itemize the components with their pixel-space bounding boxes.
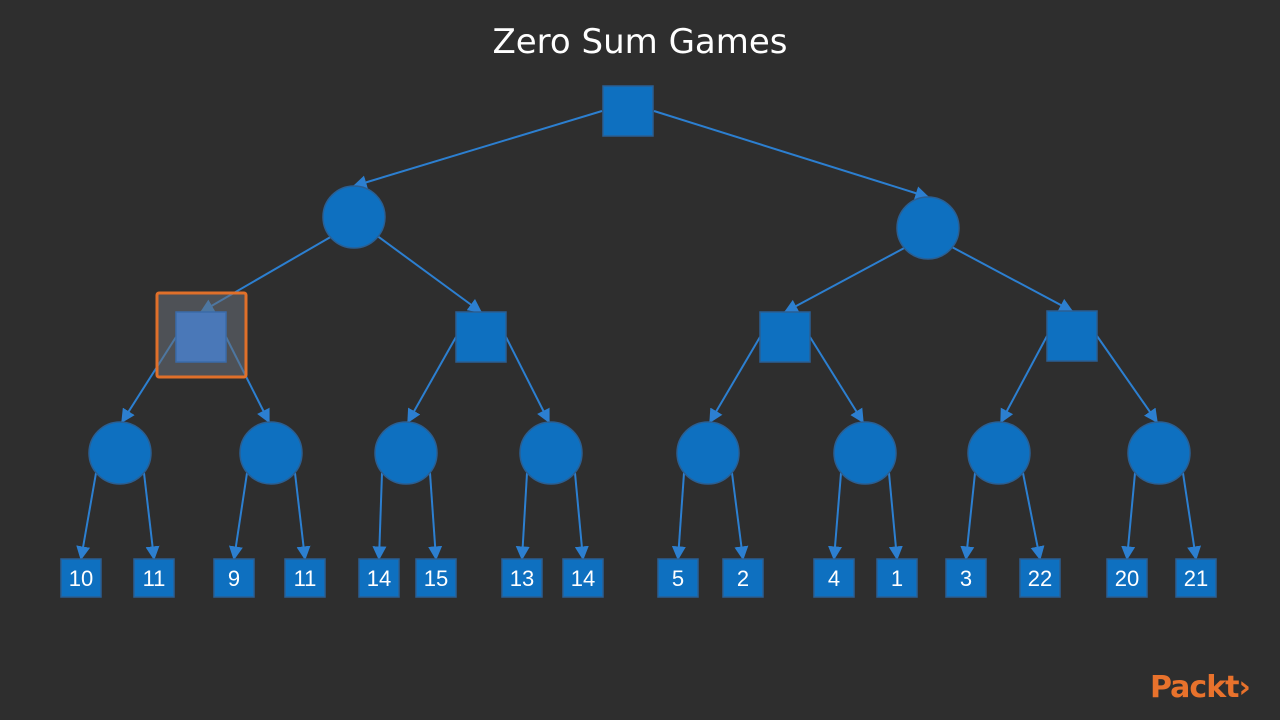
edge-to-leaf — [428, 472, 443, 561]
leaf-node — [415, 558, 457, 598]
leaf-node — [876, 558, 918, 598]
max-node — [1046, 310, 1098, 362]
leaf-value: 22 — [1028, 566, 1052, 591]
logo-text: Packt — [1150, 670, 1240, 705]
leaf-value: 20 — [1115, 566, 1139, 591]
leaf-node — [562, 558, 604, 598]
max-node — [759, 311, 811, 363]
leaf-value: 13 — [510, 566, 534, 591]
leaf-node — [133, 558, 175, 598]
leaf-node — [284, 558, 326, 598]
edge-root-to-min — [653, 110, 930, 200]
min-node — [519, 421, 583, 485]
edge-max-to-min — [407, 336, 457, 424]
leaf-value: 11 — [143, 566, 166, 591]
leaf-value: 3 — [960, 566, 972, 591]
leaf-node — [945, 558, 987, 598]
leaf-node — [813, 558, 855, 598]
leaf-node — [722, 558, 764, 598]
edge-to-leaf — [143, 472, 160, 561]
min-node — [1127, 421, 1191, 485]
edge-min-to-max — [949, 245, 1074, 312]
edge-to-leaf — [76, 472, 97, 561]
edge-to-leaf — [888, 472, 903, 561]
edge-to-leaf — [515, 472, 530, 561]
max-node — [455, 311, 507, 363]
min-node — [896, 196, 960, 260]
leaf-value: 14 — [367, 566, 391, 591]
leaf-node — [1019, 558, 1061, 598]
edge-max-to-min — [505, 336, 550, 424]
leaf-value: 11 — [294, 566, 317, 591]
edge-to-leaf — [372, 472, 387, 561]
edge-root-to-min — [352, 110, 603, 190]
packt-logo: Packt› — [1150, 670, 1251, 705]
edge-to-leaf — [294, 472, 311, 561]
edge-min-to-max — [783, 245, 909, 313]
page-title: Zero Sum Games — [492, 22, 788, 62]
edge-to-leaf — [1182, 472, 1202, 561]
leaf-value: 10 — [69, 566, 93, 591]
edge-to-leaf — [828, 472, 842, 561]
edge-to-leaf — [731, 472, 749, 561]
min-node — [374, 421, 438, 485]
edge-to-leaf — [960, 472, 976, 561]
edge-max-to-min — [809, 336, 864, 424]
leaf-value: 9 — [228, 566, 240, 591]
tree-edges — [76, 110, 1202, 561]
leaf-value: 15 — [424, 566, 448, 591]
highlighted-max-node — [175, 311, 227, 363]
edge-to-leaf — [1121, 472, 1136, 561]
leaf-node — [60, 558, 102, 598]
edge-max-to-min — [709, 336, 761, 424]
edge-to-leaf — [574, 472, 589, 561]
leaf-node — [213, 558, 255, 598]
leaf-value: 21 — [1184, 566, 1208, 591]
edge-to-leaf — [671, 472, 686, 561]
edge-to-leaf — [1022, 472, 1045, 561]
leaf-value: 14 — [571, 566, 595, 591]
leaf-value: 2 — [737, 566, 749, 591]
min-node — [322, 185, 386, 249]
edge-to-leaf — [228, 472, 248, 561]
leaf-value: 1 — [891, 566, 903, 591]
min-node — [967, 421, 1031, 485]
root-max-node — [602, 85, 654, 137]
leaf-value: 5 — [672, 566, 684, 591]
min-node — [239, 421, 303, 485]
min-node — [88, 421, 152, 485]
min-node — [676, 421, 740, 485]
leaf-node — [1106, 558, 1148, 598]
leaf-node — [501, 558, 543, 598]
edge-min-to-max — [375, 234, 483, 313]
min-node — [833, 421, 897, 485]
edge-max-to-min — [1000, 335, 1048, 424]
leaf-value: 4 — [828, 566, 840, 591]
leaf-node — [657, 558, 699, 598]
leaf-node — [358, 558, 400, 598]
leaf-node — [1175, 558, 1217, 598]
edge-max-to-min — [1096, 335, 1158, 424]
